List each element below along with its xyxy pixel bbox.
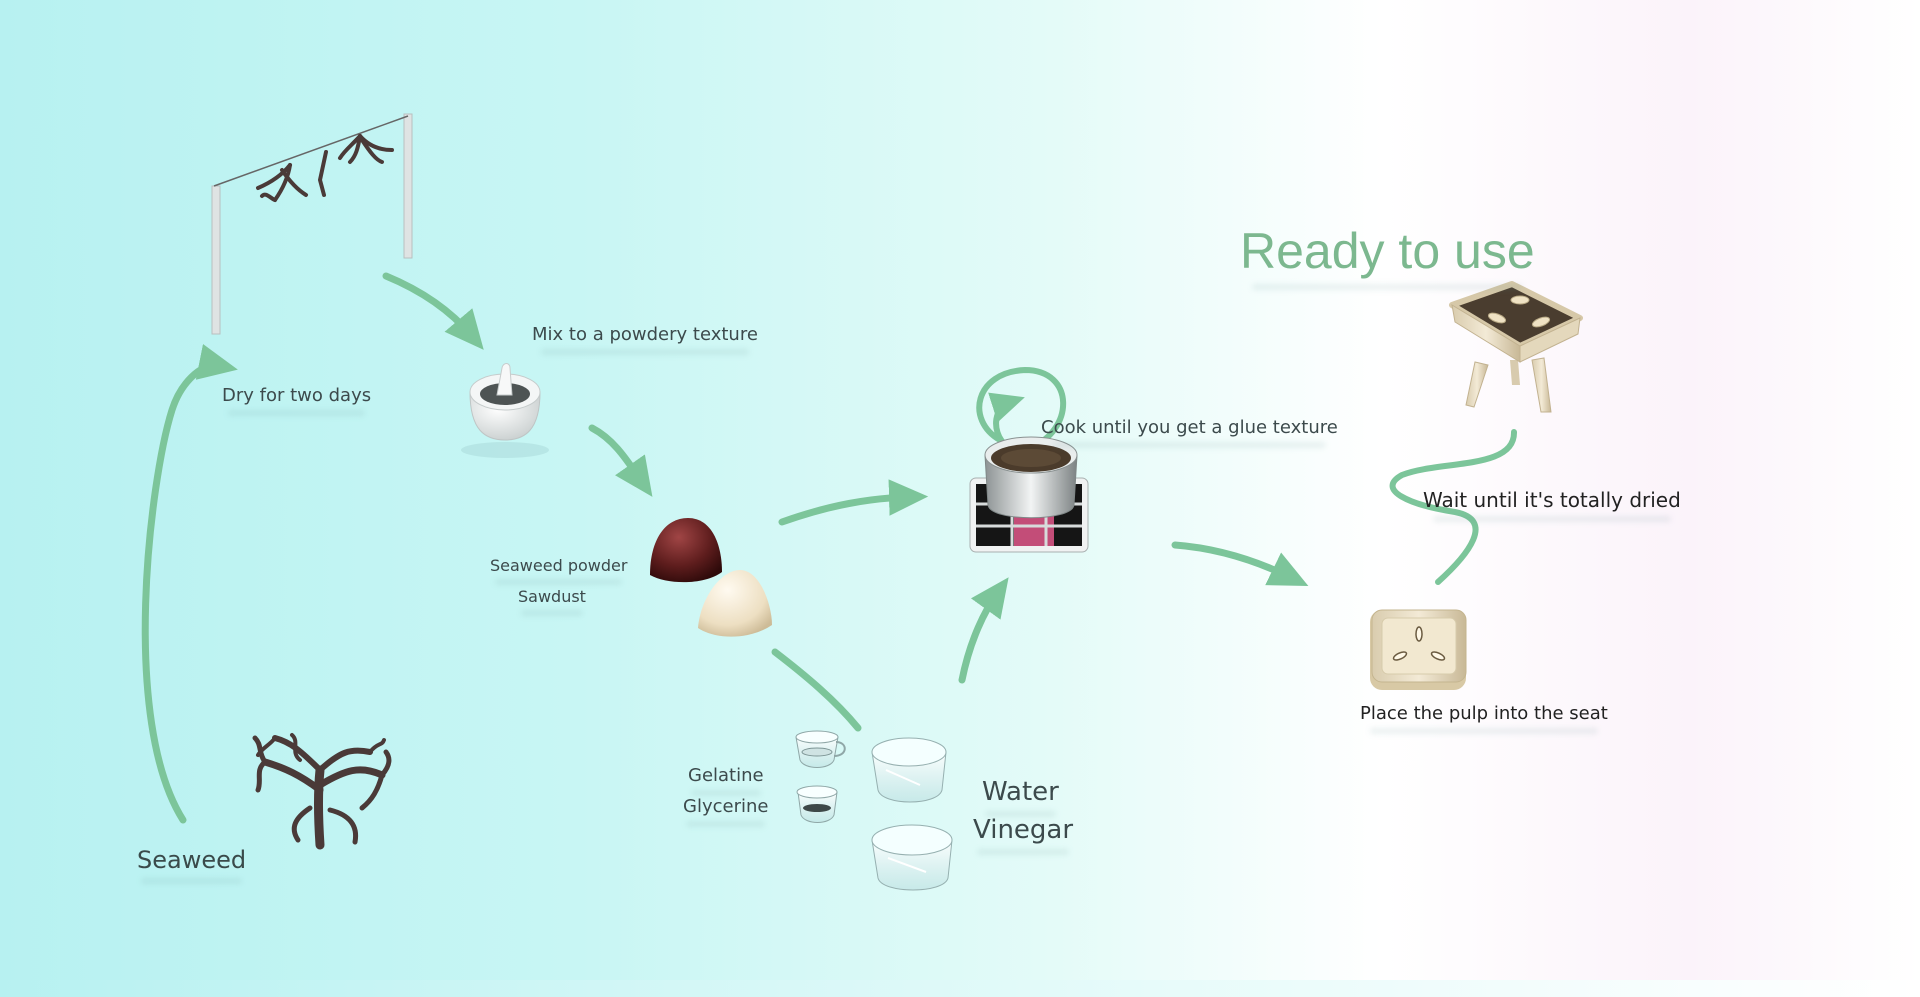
label-cook: Cook until you get a glue texture	[1041, 417, 1338, 438]
stove-pot-icon	[969, 436, 1089, 553]
water-bowl-icon	[871, 737, 947, 803]
arrow-powder-to-cook	[778, 479, 929, 526]
label-vinegar: Vinegar	[973, 815, 1074, 845]
arrow-dry-to-mix	[382, 272, 484, 350]
gelatine-cup-icon	[795, 730, 846, 768]
label-sawdust: Sawdust	[518, 587, 586, 606]
arrow-mix-to-powder	[588, 424, 653, 497]
label-place: Place the pulp into the seat	[1360, 703, 1608, 724]
label-wait: Wait until it's totally dried	[1423, 488, 1681, 512]
label-mix: Mix to a powdery texture	[532, 324, 758, 345]
bottom-band	[0, 980, 1920, 997]
title-ready-to-use: Ready to use	[1240, 223, 1535, 279]
label-seaweed-powder: Seaweed powder	[490, 556, 628, 575]
label-seaweed: Seaweed	[137, 846, 247, 874]
spiral-cook-stir	[976, 366, 1067, 453]
arrow-seaweed-to-dry	[141, 344, 238, 824]
curve-seat-to-stool	[1389, 429, 1518, 585]
vinegar-bowl-icon	[871, 824, 953, 891]
label-water: Water	[982, 777, 1059, 807]
seat-mold-icon	[1370, 609, 1467, 690]
line-powder-to-liquids	[771, 648, 862, 732]
label-glycerine: Glycerine	[683, 796, 769, 817]
mortar-pestle-icon	[461, 363, 549, 458]
arrow-liquids-to-cook	[958, 577, 1009, 684]
drying-line-icon	[211, 113, 413, 335]
sawdust-icon	[698, 570, 772, 637]
arrow-cook-to-seat	[1171, 541, 1309, 586]
glycerine-cup-icon	[796, 785, 838, 823]
stool-icon	[1449, 281, 1583, 413]
label-dry: Dry for two days	[222, 385, 372, 406]
label-gelatine: Gelatine	[688, 765, 764, 786]
seaweed-icon	[252, 733, 392, 850]
seaweed-powder-icon	[650, 518, 722, 583]
